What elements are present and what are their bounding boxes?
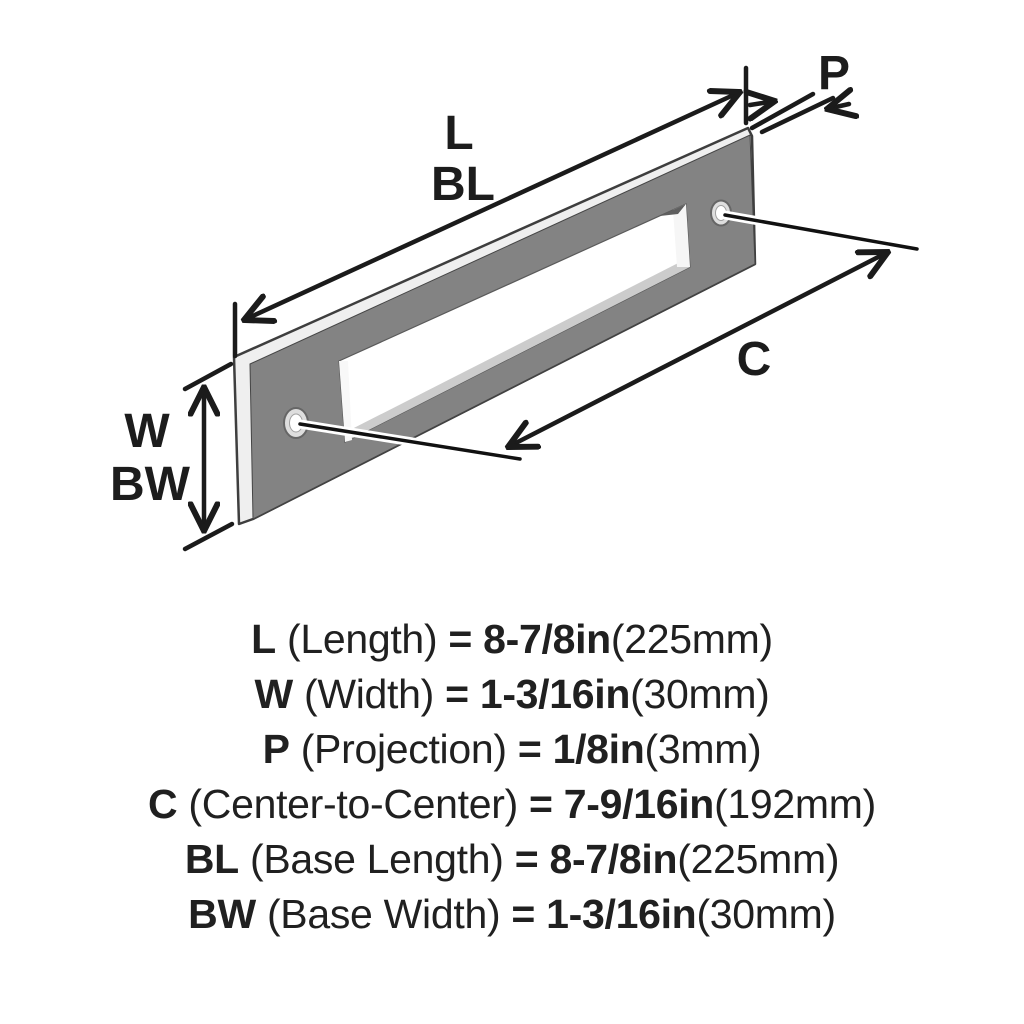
dimension-W-tick-top bbox=[182, 361, 234, 392]
spec-line-base-length: BL (Base Length) = 8-7/8in(225mm) bbox=[184, 836, 840, 882]
dimension-C bbox=[508, 252, 888, 447]
label-width: W bbox=[124, 405, 170, 458]
spec-line-width: W (Width) = 1-3/16in(30mm) bbox=[254, 671, 770, 717]
label-length: L bbox=[444, 107, 473, 160]
dimension-P-arrow-in bbox=[750, 101, 775, 105]
label-base-width: BW bbox=[110, 458, 191, 511]
dimension-P-arrow-back bbox=[827, 104, 849, 109]
label-center-to-center: C bbox=[737, 333, 772, 386]
spec-line-base-width: BW (Base Width) = 1-3/16in(30mm) bbox=[188, 891, 836, 937]
spec-line-projection: P (Projection) = 1/8in(3mm) bbox=[262, 726, 762, 772]
spec-list: L (Length) = 8-7/8in(225mm) W (Width) = … bbox=[0, 612, 1024, 942]
spec-line-center-to-center: C (Center-to-Center) = 7-9/16in(192mm) bbox=[148, 781, 876, 827]
dimension-P-edge-front bbox=[749, 91, 816, 131]
leader-line-left-hole bbox=[295, 419, 525, 464]
dimension-L-line bbox=[244, 92, 740, 320]
spec-line-length: L (Length) = 8-7/8in(225mm) bbox=[251, 616, 773, 662]
dimension-C-line bbox=[508, 252, 888, 447]
cutout-wall-left bbox=[339, 361, 352, 442]
dimension-P bbox=[749, 91, 849, 135]
leader-line-right-hole bbox=[720, 210, 922, 254]
dimension-W-BW bbox=[182, 361, 235, 552]
label-projection: P bbox=[818, 47, 850, 100]
pull-handle-illustration bbox=[232, 126, 922, 526]
dimension-W-tick-bottom bbox=[182, 521, 235, 552]
label-base-length: BL bbox=[431, 158, 495, 211]
